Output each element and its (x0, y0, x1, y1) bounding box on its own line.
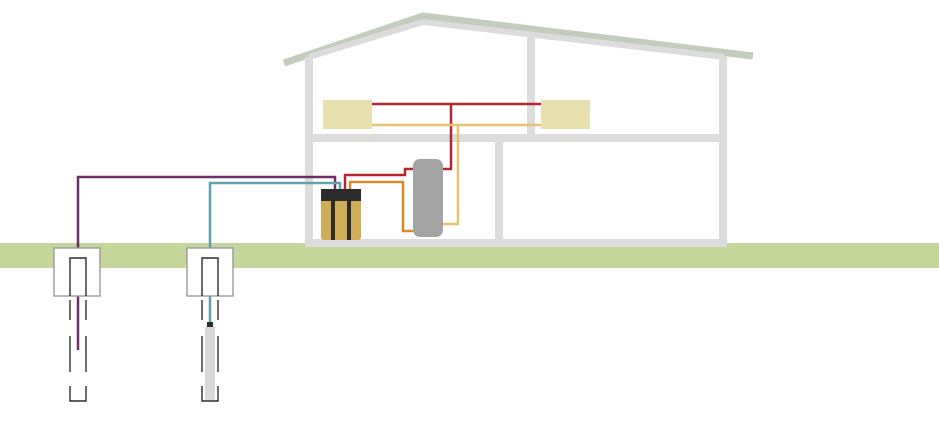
well-casing-bottom (69, 386, 87, 402)
ground-strip (0, 243, 939, 268)
well-casing-top (201, 257, 219, 296)
well-head-box (186, 247, 234, 297)
heat-pump-stripe (347, 201, 351, 240)
roof (282, 12, 754, 67)
well-1 (53, 247, 101, 402)
pump-cap (207, 322, 213, 327)
well-casing-bottom (201, 386, 219, 402)
well-casing-top (69, 257, 87, 296)
heat-pump-stripe (331, 201, 335, 240)
tank-loop-pipe (348, 180, 413, 233)
well-head-box (53, 247, 101, 297)
radiator-icon (323, 100, 372, 129)
distribution-pipes (343, 102, 541, 233)
well-2 (186, 247, 234, 402)
heat-pump-top-band (321, 189, 361, 201)
roof-inner-wall (308, 18, 725, 60)
storage-tank-icon (413, 159, 443, 237)
radiator-icon (541, 100, 590, 129)
supply-pipe-riser (343, 104, 453, 189)
return-pipe-riser (443, 125, 460, 226)
heat-pump-icon (321, 189, 361, 240)
house (282, 12, 754, 247)
submersible-pump-icon (205, 326, 215, 400)
